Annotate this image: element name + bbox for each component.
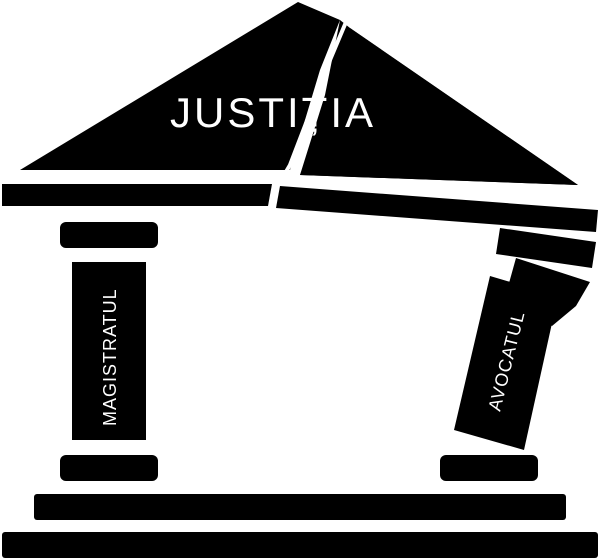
roof-left-piece (20, 2, 340, 170)
right-column: AVOCATUL (440, 228, 596, 481)
right-column-base (440, 455, 538, 481)
right-column-capital (496, 228, 596, 268)
left-column-capital (60, 222, 158, 248)
temple-steps (2, 494, 598, 558)
left-column-base (60, 455, 158, 481)
right-column-shaft (454, 276, 558, 450)
roof-right-fill (300, 20, 578, 185)
upper-step (34, 494, 566, 520)
roof-pediment: JUSTIȚIA (20, 2, 578, 185)
beam-left (2, 184, 272, 206)
roof-crack (278, 21, 348, 184)
right-column-shard (506, 258, 590, 326)
left-column-shaft (72, 262, 146, 440)
entablature (2, 184, 598, 232)
lower-step (2, 532, 598, 558)
roof-title: JUSTIȚIA (170, 89, 376, 136)
left-column: MAGISTRATUL (60, 222, 158, 481)
beam-right (276, 186, 598, 232)
left-column-label: MAGISTRATUL (100, 288, 120, 426)
